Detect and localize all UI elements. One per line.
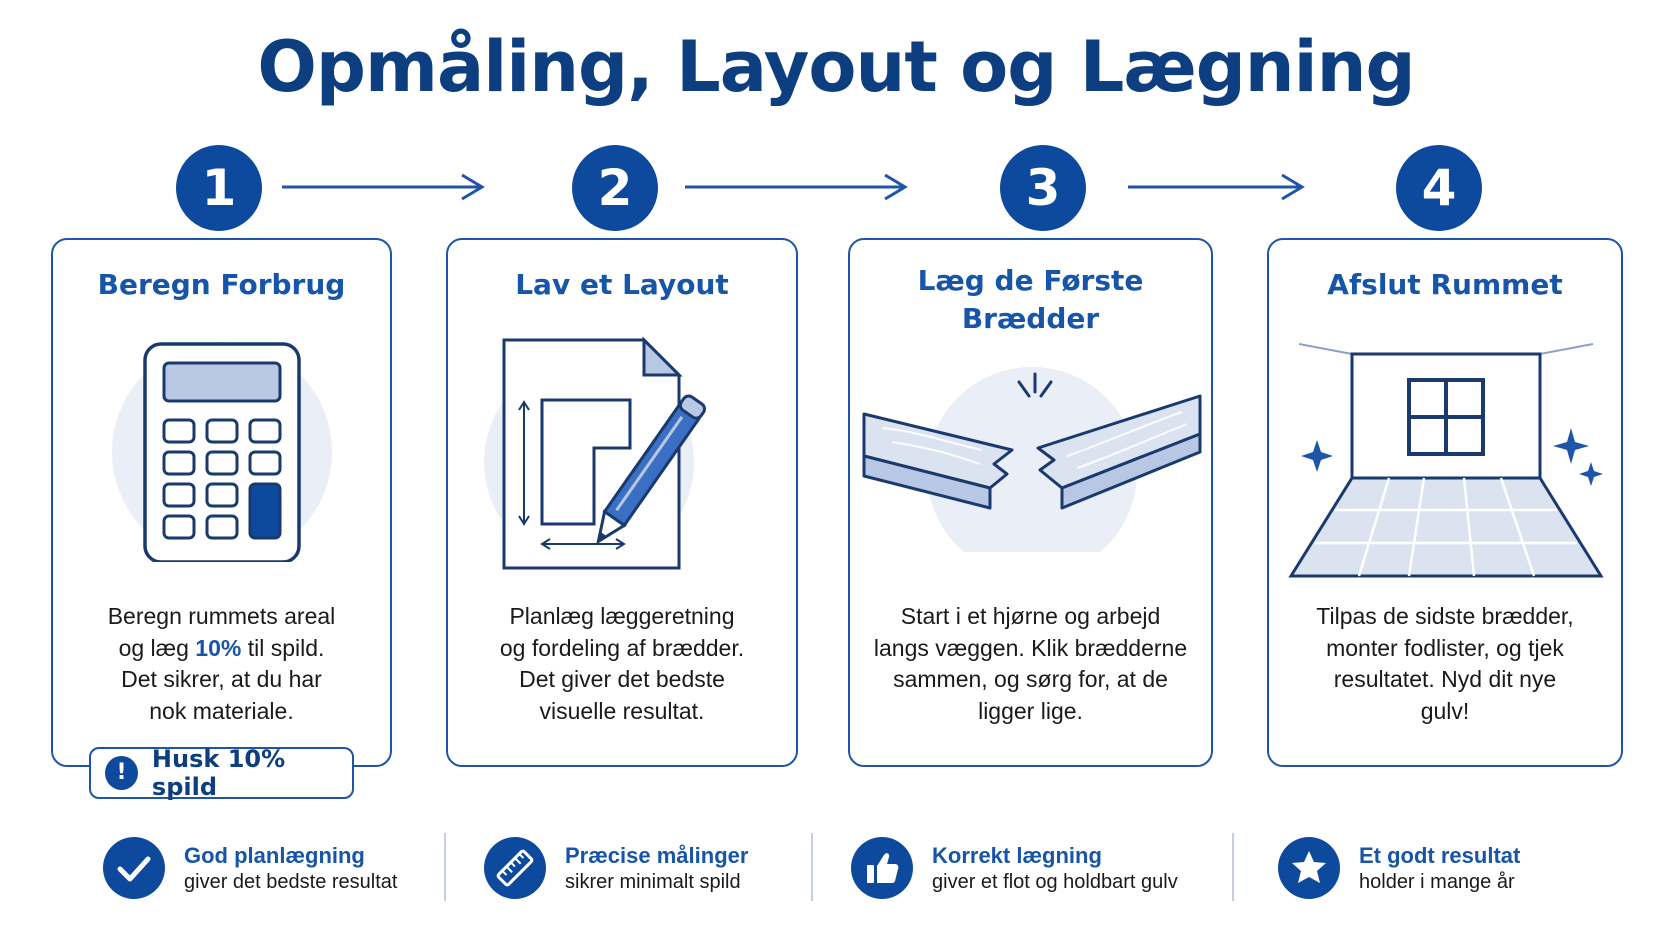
footer-item-result: Et godt resultat holder i mange år [1278,833,1578,899]
step-description: Beregn rummets areal og læg 10% til spil… [107,603,336,724]
step-card-2: Lav et Layout Planlæg læggeretning og fo… [446,238,798,767]
step-number-2: 2 [572,145,658,231]
calculator-icon [112,342,332,562]
step-title: Afslut Rummet [1327,268,1563,301]
step-description: Start i et hjørne og arbejd langs væggen… [873,603,1188,724]
arrow-icon [685,173,908,201]
star-icon [1278,837,1340,899]
footer-divider [811,833,813,901]
footer-divider [444,833,446,901]
arrow-icon [1128,173,1305,201]
step-title: Beregn Forbrug [97,268,346,301]
thumbs-up-icon [851,837,913,899]
arrow-icon [282,173,485,201]
check-icon [103,837,165,899]
footer-divider [1232,833,1234,901]
floor-plan-icon [484,336,707,570]
step-title: Læg de Første Brædder [917,264,1144,335]
step-card-4: Afslut Rummet Tilpas de sidste brædder, … [1267,238,1623,767]
step-number-3: 3 [1000,145,1086,231]
floorboards-icon [862,367,1202,552]
step-description: Tilpas de sidste brædder, monter fodlist… [1316,603,1574,724]
badge-text: Husk 10% spild [151,745,286,801]
step-number-4: 4 [1396,145,1482,231]
exclamation-icon: ! [105,756,138,790]
page-title: Opmåling, Layout og Lægning [257,26,1415,108]
footer-item-measurements: Præcise målinger sikrer minimalt spild [484,833,784,899]
ruler-icon [484,837,546,899]
footer-item-planning: God planlægning giver det bedste resulta… [103,833,423,899]
step-number-1: 1 [176,145,262,231]
step-card-1: Beregn Forbrug Beregn rummets areal og l… [51,238,392,767]
footer-item-installation: Korrekt lægning giver et flot og holdbar… [851,833,1191,899]
step-title: Lav et Layout [515,268,729,301]
step-description: Planlæg læggeretning og fordeling af bræ… [499,603,745,724]
room-icon [1288,343,1604,578]
waste-reminder-badge: ! Husk 10% spild [89,745,354,801]
step-card-3: Læg de Første Brædder Start i et hjørne … [848,238,1213,767]
